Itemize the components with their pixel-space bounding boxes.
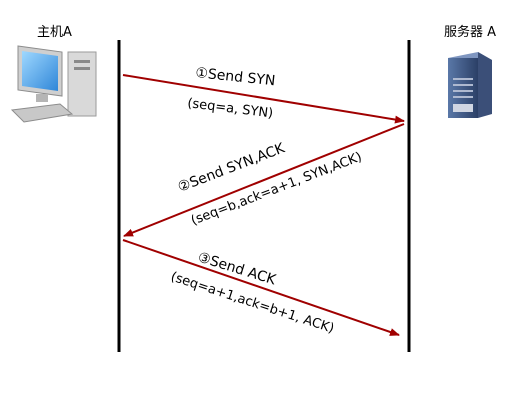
- step2-detail: (seq=b,ack=a+1, SYN,ACK): [189, 150, 364, 229]
- server-label: 服务器 A: [444, 25, 497, 40]
- desktop-computer-icon: [10, 45, 97, 123]
- step1-detail: (seq=a, SYN): [187, 96, 274, 121]
- syn-arrow: [122, 74, 405, 124]
- ack-arrow: [122, 239, 400, 336]
- host-label: 主机A: [37, 25, 72, 40]
- syn-ack-arrow: [123, 123, 405, 237]
- server-tower-icon: [448, 52, 492, 118]
- step1-title: ①Send SYN: [195, 65, 276, 89]
